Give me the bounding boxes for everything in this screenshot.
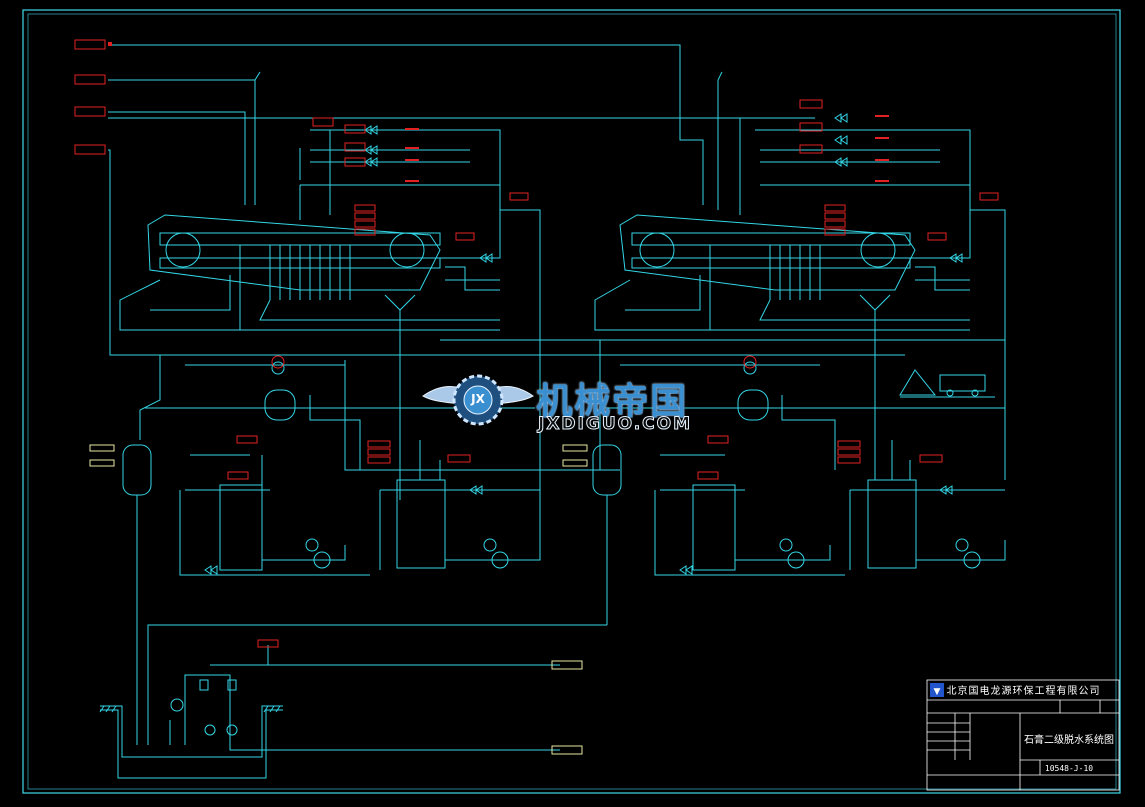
- cyclone-left: [122, 444, 152, 496]
- vacuum-tank-left: [264, 389, 296, 421]
- inner-frame: [27, 13, 1117, 790]
- outer-frame: [22, 9, 1121, 794]
- pump-left-1: [313, 551, 331, 569]
- drawing-number: 10548-J-10: [1044, 764, 1094, 773]
- red-tags: [74, 39, 999, 648]
- drawing-title: 石膏二级脱水系统图: [1024, 735, 1114, 746]
- company-name: 北京国电龙源环保工程有限公司: [946, 686, 1101, 697]
- filtrate-tank-left: [219, 484, 263, 571]
- title-block-fill: ▼: [930, 683, 944, 697]
- vacuum-tank-right: [737, 389, 769, 421]
- belt-filter-right: [619, 214, 916, 291]
- white-tags: [89, 444, 588, 755]
- waste-tank-left: [396, 479, 446, 569]
- truck: [939, 374, 986, 392]
- watermark-cn: 机械帝国: [536, 381, 689, 422]
- svg-text:▼: ▼: [934, 687, 941, 697]
- filtrate-tank-right: [692, 484, 736, 571]
- watermark-en: JXDIGUO.COM: [537, 414, 693, 435]
- belt-filter-left: [147, 214, 441, 291]
- title-block: [926, 679, 1120, 791]
- waste-tank-right: [867, 479, 917, 569]
- red-text-marks: [108, 42, 889, 182]
- logo-text: JX: [471, 392, 485, 406]
- sump-pit: [99, 705, 283, 779]
- valves: [204, 113, 963, 575]
- pump-right-1: [787, 551, 805, 569]
- gypsum-pile: [899, 369, 937, 396]
- logo-gear-icon: [422, 374, 534, 426]
